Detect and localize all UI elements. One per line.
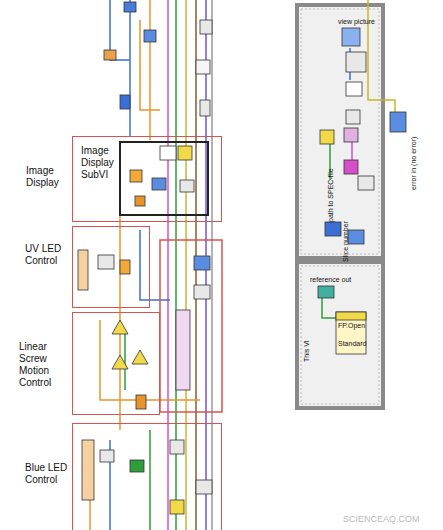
section-heading: UV LED Control (25, 243, 69, 267)
property-name: FP.Open (338, 322, 365, 330)
section-box: Blue LED Control (72, 423, 222, 530)
watermark: SCIENCEAQ.COM (343, 514, 420, 525)
section-box: Linear Screw Motion Control (72, 312, 160, 415)
section-heading: Image Display SubVI (81, 145, 119, 181)
terminal-label: reference out (310, 276, 351, 284)
section-heading: Linear Screw Motion Control (19, 341, 71, 389)
reference-label: This VI (303, 340, 311, 362)
property-name: Standard (338, 340, 366, 348)
section-box: UV LED Control (72, 226, 150, 308)
terminal-label: error in (no error) (410, 137, 418, 190)
section-heading: Blue LED Control (25, 462, 69, 486)
control-label: view picture (338, 18, 375, 26)
section-box: Image DisplayImage Display SubVI (72, 136, 222, 222)
section-heading: Image Display (26, 165, 70, 189)
control-label: Slice number (342, 221, 350, 262)
subvi-frame: Image Display SubVI (119, 141, 209, 216)
control-label: path to SPEC-file (327, 168, 335, 222)
